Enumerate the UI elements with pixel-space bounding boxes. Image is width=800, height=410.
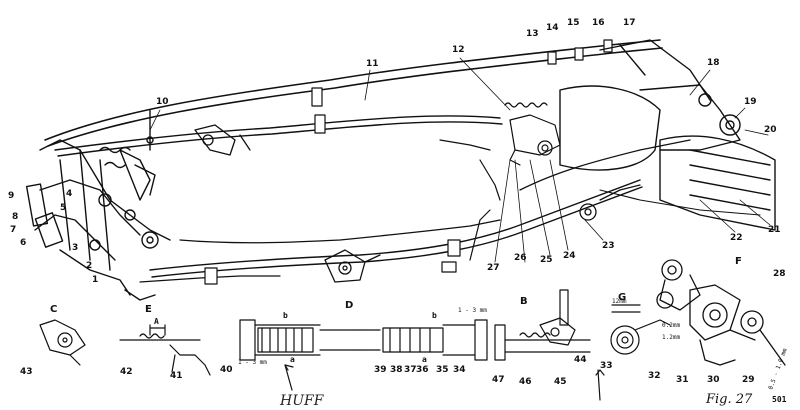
detail-letters: C E D B G F [50, 256, 742, 315]
callout-labels: 1 2 3 4 5 6 7 8 9 10 11 12 13 14 15 16 1… [8, 18, 786, 387]
detail-b [494, 289, 591, 361]
callout-40: 40 [220, 365, 233, 375]
callout-23: 23 [602, 241, 615, 251]
callout-25: 25 [540, 255, 553, 265]
detail-letter-d: D [345, 300, 353, 311]
spring-assembly-12 [439, 102, 561, 261]
cable-clamps [204, 39, 613, 285]
callout-33: 33 [600, 361, 613, 371]
callout-32: 32 [648, 371, 661, 381]
callout-10: 10 [156, 97, 169, 107]
callout-30: 30 [707, 375, 720, 385]
caption-group: Fig. 27 501 HUFF [279, 392, 787, 409]
callout-46: 46 [519, 377, 532, 387]
callout-47: 47 [492, 375, 505, 385]
callout-44: 44 [574, 355, 587, 365]
callout-22: 22 [730, 233, 743, 243]
callout-27: 27 [487, 263, 500, 273]
callout-41: 41 [170, 371, 183, 381]
callout-43: 43 [20, 367, 33, 377]
figure-caption: Fig. 27 [705, 392, 753, 407]
callout-9: 9 [8, 191, 14, 201]
dim-gap-d-left: 1 - 3 mm [238, 359, 267, 366]
dimension-labels: 1 - 3 mm 1 - 3 mm b b a a A 12mm 0.2mm 1… [154, 298, 789, 391]
dim-f-side: 0.5 - 1.0 mm [767, 347, 789, 390]
handwritten-note: HUFF [279, 393, 325, 409]
detail-f [656, 259, 786, 366]
cable-run-lower [139, 179, 643, 283]
callout-24: 24 [563, 251, 576, 261]
callout-38: 38 [390, 365, 403, 375]
dim-a-e: A [154, 317, 159, 326]
wheel-housing [659, 135, 776, 231]
callout-18: 18 [707, 58, 720, 68]
detail-g [595, 304, 671, 401]
callout-6: 6 [20, 238, 26, 248]
dim-g-2: 1.2mm [662, 334, 680, 341]
callout-21: 21 [768, 225, 781, 235]
detail-letter-c: C [50, 304, 57, 315]
callout-2: 2 [86, 261, 92, 271]
callout-20: 20 [764, 125, 777, 135]
dim-gap-d-top: 1 - 3 mm [458, 307, 487, 314]
callout-37: 37 [404, 365, 417, 375]
dim-a1: a [290, 355, 295, 364]
callout-29: 29 [742, 375, 755, 385]
callout-5: 5 [60, 203, 66, 213]
callout-3: 3 [72, 243, 78, 253]
detail-d [239, 319, 488, 391]
callout-34: 34 [453, 365, 466, 375]
callout-28: 28 [773, 269, 786, 279]
callout-12: 12 [452, 45, 465, 55]
detail-letter-e: E [145, 304, 152, 315]
detail-letter-f: F [735, 256, 742, 267]
callout-19: 19 [744, 97, 757, 107]
carriage-assembly [559, 39, 741, 171]
upper-lever-assembly [194, 124, 251, 156]
callout-45: 45 [554, 377, 567, 387]
lower-lever-assembly [324, 249, 381, 283]
callout-17: 17 [623, 18, 636, 28]
callout-15: 15 [567, 18, 580, 28]
detail-letter-g: G [618, 292, 626, 303]
detail-e [119, 324, 211, 376]
callout-26: 26 [514, 253, 527, 263]
callout-35: 35 [436, 365, 449, 375]
detail-c [39, 319, 86, 366]
cable-run-middle [54, 115, 503, 157]
cable-run-upper [44, 39, 663, 147]
cable-run-diagonal [179, 139, 761, 244]
detail-letter-b: B [520, 296, 528, 307]
dim-g-small: 12mm [612, 298, 627, 305]
callout-4: 4 [66, 189, 72, 199]
callout-39: 39 [374, 365, 387, 375]
callout-14: 14 [546, 23, 559, 33]
dim-a2: a [422, 355, 427, 364]
callout-42: 42 [120, 367, 133, 377]
callout-31: 31 [676, 375, 689, 385]
dim-b1: b [283, 311, 288, 320]
callout-16: 16 [592, 18, 605, 28]
guide-roller-23 [579, 184, 641, 221]
callout-36: 36 [416, 365, 429, 375]
callout-8: 8 [12, 212, 18, 222]
corner-mark: 501 [772, 395, 787, 404]
callout-13: 13 [526, 29, 539, 39]
callout-1: 1 [92, 275, 98, 285]
callout-7: 7 [10, 225, 16, 235]
dim-b2: b [432, 311, 437, 320]
leader-lines [149, 57, 771, 263]
callout-11: 11 [366, 59, 379, 69]
dim-g-1: 0.2mm [662, 322, 680, 329]
